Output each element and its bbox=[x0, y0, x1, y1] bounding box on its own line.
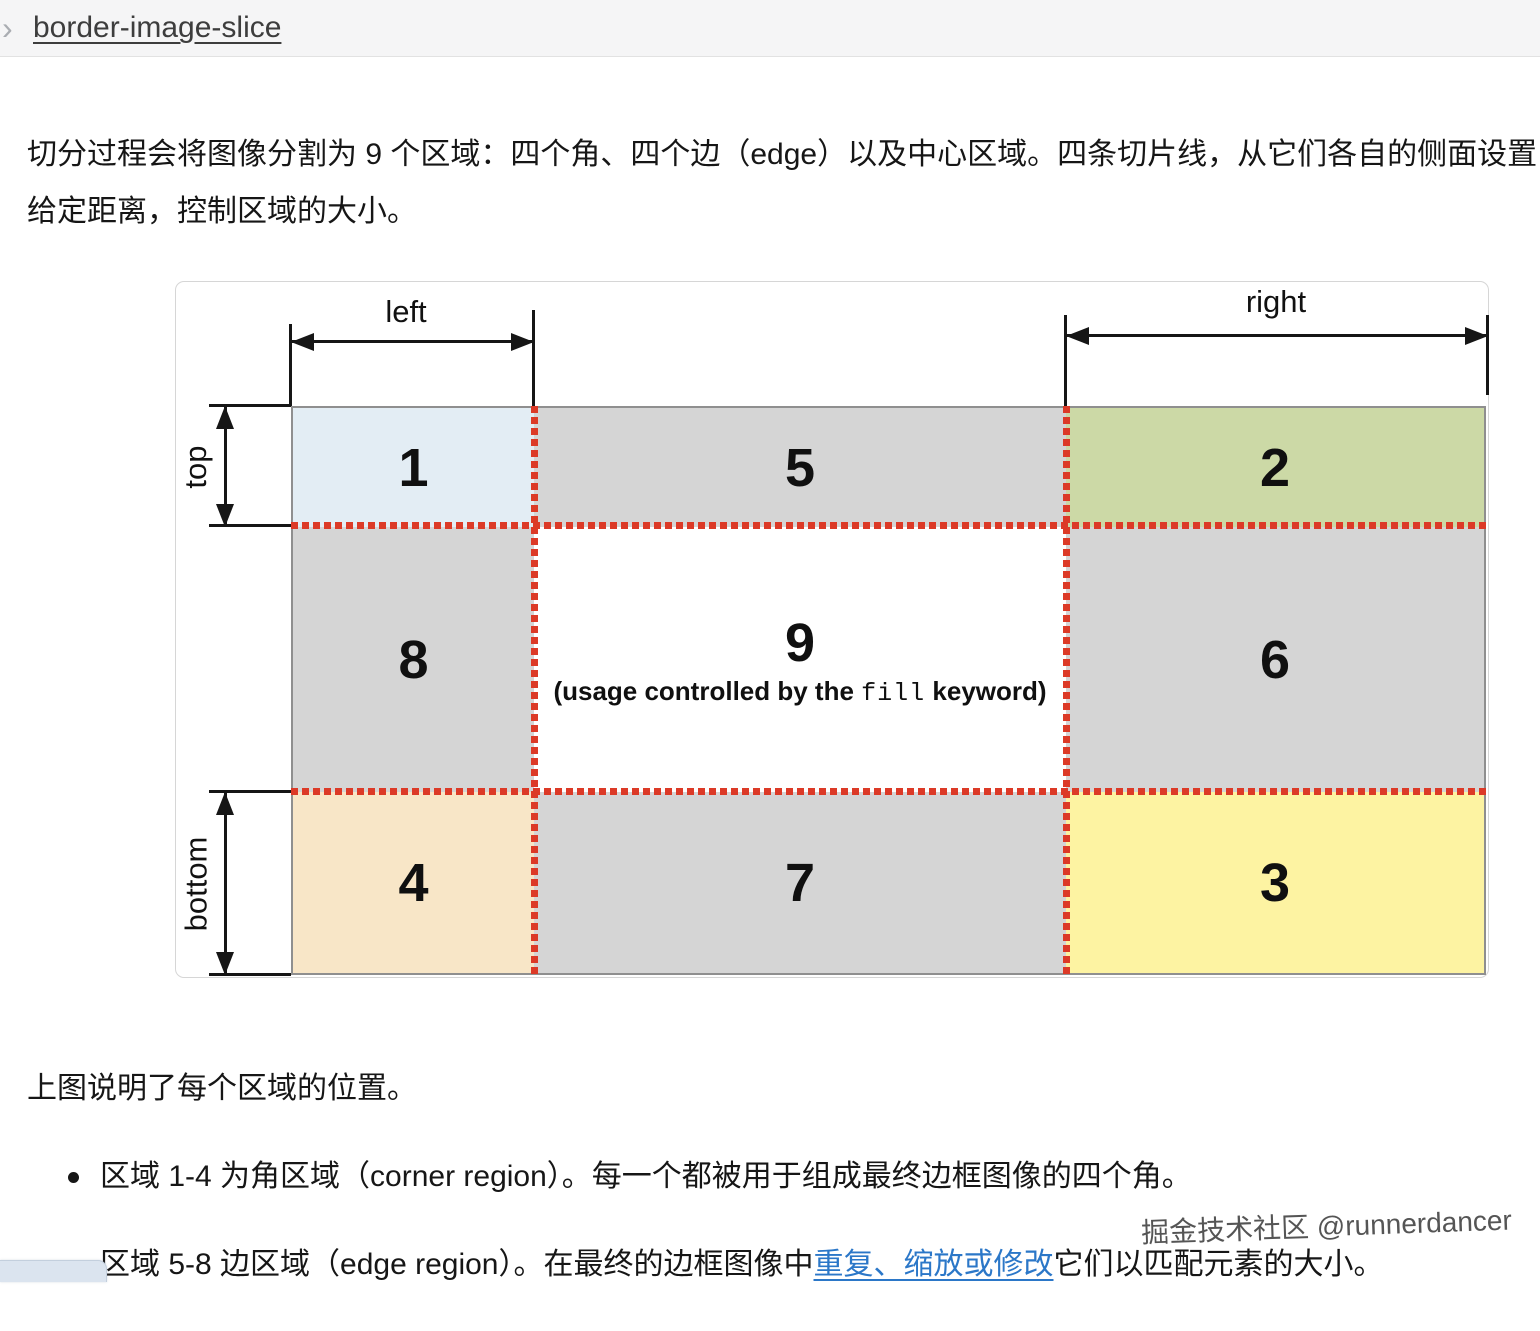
region-cell-1: 1 bbox=[293, 408, 534, 527]
bullet-list: 区域 1-4 为角区域（corner region）。每一个都被用于组成最终边框… bbox=[0, 1155, 1540, 1331]
region-cell-8: 8 bbox=[293, 527, 534, 792]
region-cell-9: 9 (usage controlled by the fill keyword) bbox=[534, 527, 1066, 792]
slice-line-top bbox=[291, 522, 1486, 529]
dim-label-bottom: bottom bbox=[178, 836, 214, 932]
slice-line-bottom bbox=[291, 788, 1486, 795]
dim-tick bbox=[209, 524, 291, 527]
arrowhead-icon bbox=[1066, 327, 1089, 345]
dim-arrow-bottom bbox=[224, 792, 227, 975]
arrowhead-icon bbox=[216, 504, 234, 527]
dim-tick bbox=[532, 310, 535, 406]
fill-keyword-code: fill bbox=[861, 678, 926, 708]
edge-behavior-link[interactable]: 重复、缩放或修改 bbox=[813, 1248, 1054, 1281]
region-cell-9-number: 9 bbox=[784, 612, 816, 673]
status-tooltip bbox=[0, 1260, 107, 1282]
region-cell-6: 6 bbox=[1066, 527, 1484, 792]
figure-note: 上图说明了每个区域的位置。 bbox=[27, 1072, 417, 1105]
arrowhead-icon bbox=[511, 333, 534, 351]
page-title-link[interactable]: border-image-slice bbox=[33, 11, 282, 44]
intro-paragraph: 切分过程会将图像分割为 9 个区域：四个角、四个边（edge）以及中心区域。四条… bbox=[27, 138, 1538, 228]
slice-line-right bbox=[1063, 406, 1070, 975]
arrowhead-icon bbox=[1465, 327, 1488, 345]
dim-tick bbox=[289, 324, 292, 406]
breadcrumb-bar: › border-image-slice bbox=[0, 0, 1540, 57]
region-cell-2: 2 bbox=[1066, 408, 1484, 527]
region-cell-3: 3 bbox=[1066, 792, 1484, 973]
bullet-item-corner-regions: 区域 1-4 为角区域（corner region）。每一个都被用于组成最终边框… bbox=[0, 1155, 1540, 1199]
dim-tick bbox=[1486, 315, 1489, 395]
region-cell-5: 5 bbox=[534, 408, 1066, 527]
dim-arrow-left bbox=[291, 340, 534, 343]
dim-label-right: right bbox=[1245, 284, 1307, 319]
arrowhead-icon bbox=[216, 952, 234, 975]
bullet-item-edge-regions: 区域 5-8 边区域（edge region）。在最终的边框图像中重复、缩放或修… bbox=[0, 1243, 1540, 1287]
region-grid: 1 5 2 8 9 (usage controlled by the fill … bbox=[291, 406, 1486, 975]
region-cell-7: 7 bbox=[534, 792, 1066, 973]
chevron-right-icon[interactable]: › bbox=[2, 10, 13, 46]
dim-tick bbox=[1064, 315, 1067, 406]
dim-label-top: top bbox=[178, 445, 213, 489]
arrowhead-icon bbox=[291, 333, 314, 351]
dim-tick bbox=[209, 404, 291, 407]
region-cell-4: 4 bbox=[293, 792, 534, 973]
dim-tick bbox=[209, 973, 291, 976]
dim-arrow-top bbox=[224, 406, 227, 527]
arrowhead-icon bbox=[216, 792, 234, 815]
region-cell-9-caption: (usage controlled by the fill keyword) bbox=[553, 675, 1047, 708]
dim-tick bbox=[209, 790, 291, 793]
dim-arrow-right bbox=[1066, 334, 1488, 337]
slice-line-left bbox=[531, 406, 538, 975]
dim-label-left: left bbox=[385, 294, 427, 329]
slice-diagram-panel: left right top bottom 1 5 2 8 9 (usage c… bbox=[175, 281, 1489, 978]
arrowhead-icon bbox=[216, 406, 234, 429]
